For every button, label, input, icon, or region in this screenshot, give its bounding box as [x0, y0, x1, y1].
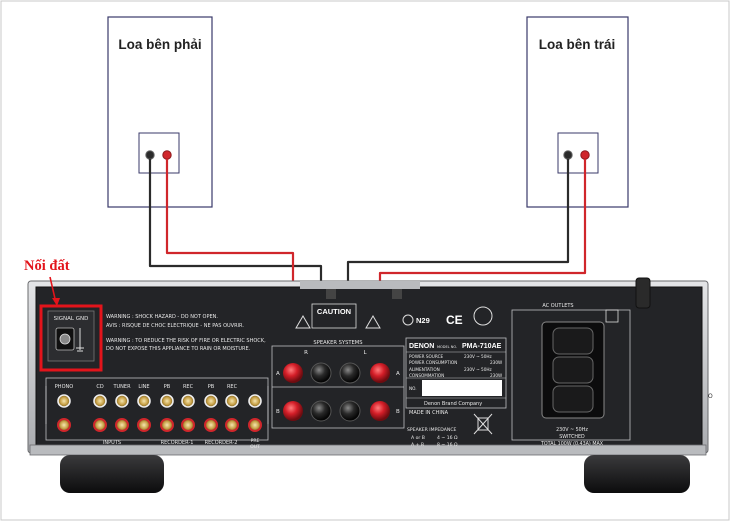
pre-out-label-2: OUT	[250, 444, 260, 450]
left-speaker-black-terminal	[563, 150, 573, 160]
warning-shock-en: WARNING : SHOCK HAZARD - DO NOT OPEN.	[106, 314, 218, 320]
company-label: Denon Brand Company	[424, 401, 482, 407]
input-label-phono: PHONO	[55, 384, 73, 390]
terminal-b-right: B	[396, 409, 400, 415]
input-label-pb2: PB	[208, 384, 215, 390]
ac-outlet-1	[552, 327, 594, 355]
side-o-mark: O	[708, 393, 713, 400]
post-a-right-black	[310, 362, 332, 384]
amplifier	[27, 277, 709, 493]
alimentation-value: 230V ~ 50Hz	[464, 367, 493, 372]
amplifier-foot-right	[584, 455, 690, 493]
impedance-row1-label: A or B	[411, 435, 425, 441]
impedance-title: SPEAKER IMPEDANCE	[407, 427, 457, 433]
switched-rating: 230V ~ 50Hz	[556, 427, 588, 433]
amplifier-foot-left	[60, 455, 164, 493]
ground-highlight-box	[39, 304, 103, 372]
binding-posts-b	[283, 400, 390, 422]
speaker-systems-label: SPEAKER SYSTEMS	[313, 340, 362, 346]
post-a-left-red	[370, 363, 390, 383]
post-b-left-black	[339, 400, 361, 422]
impedance-row2-label: A + B	[411, 442, 424, 448]
terminal-a-left: A	[276, 371, 280, 377]
binding-posts-a	[283, 362, 390, 384]
ac-outlets	[511, 309, 631, 441]
model-label: PMA-710AE	[462, 343, 502, 350]
power-consumption-label: POWER CONSUMPTION	[409, 360, 457, 365]
warning-shock-fr: AVIS : RISQUE DE CHOC ELECTRIQUE - NE PA…	[106, 323, 244, 329]
brand-label: DENON	[409, 343, 434, 350]
right-speaker	[107, 16, 213, 208]
section-inputs: INPUTS	[103, 440, 121, 446]
ground-pointer-arrowhead	[52, 298, 60, 306]
alimentation-label: ALIMENTATION	[409, 367, 440, 372]
caution-label: CAUTION	[317, 307, 351, 316]
power-source-label: POWER SOURCE	[409, 354, 443, 359]
post-b-left-red	[370, 401, 390, 421]
right-speaker-label: Loa bên phải	[118, 37, 201, 52]
section-recorder2: RECORDER-2	[205, 440, 238, 446]
channel-r-label: R	[304, 350, 308, 356]
left-speaker	[526, 16, 629, 208]
right-speaker-black-terminal	[145, 150, 155, 160]
post-a-left-black	[339, 362, 361, 384]
impedance-row1-value: 4 ~ 16 Ω	[437, 435, 458, 441]
signal-gnd-label: SIGNAL GND	[54, 316, 89, 322]
ground-annotation: Nối đất	[24, 258, 70, 274]
input-label-pb1: PB	[164, 384, 171, 390]
made-in-label: MADE IN CHINA	[409, 410, 449, 416]
warning-area	[295, 303, 381, 329]
warning-fire-1: WARNING : TO REDUCE THE RISK OF FIRE OR …	[106, 338, 266, 344]
impedance-row2-value: 8 ~ 16 Ω	[437, 442, 458, 448]
switched-label: SWITCHED	[559, 434, 585, 440]
model-small-label: MODEL NO.	[437, 345, 457, 349]
pre-out-label-1: PRE	[251, 438, 260, 444]
power-source-value: 230V ~ 50Hz	[464, 354, 493, 359]
rca-inputs-panel	[45, 377, 269, 441]
signal-gnd-terminal	[47, 310, 95, 362]
input-label-line: LINE	[138, 384, 149, 390]
left-speaker-red-terminal	[580, 150, 590, 160]
rca-jacks-top	[57, 394, 262, 408]
consommation-label: CONSOMMATION	[409, 373, 444, 378]
power-consumption-value: 230W	[490, 360, 502, 365]
ac-outlets-label: AC OUTLETS	[542, 303, 573, 309]
post-a-right-red	[283, 363, 303, 383]
section-recorder1: RECORDER-1	[161, 440, 194, 446]
no-label: NO.	[409, 386, 417, 391]
terminal-a-right: A	[396, 371, 400, 377]
speaker-systems-panel	[271, 345, 405, 429]
ac-outlet-3	[552, 385, 594, 413]
input-label-tuner: TUNER	[112, 384, 131, 390]
channel-l-label: L	[363, 350, 367, 356]
input-label-rec2: REC	[227, 384, 238, 390]
input-label-cd: CD	[96, 384, 103, 390]
spec-plate	[405, 337, 507, 409]
ce-mark: CE	[446, 313, 463, 327]
warning-fire-2: DO NOT EXPOSE THIS APPLIANCE TO RAIN OR …	[106, 346, 251, 352]
post-b-right-black	[310, 400, 332, 422]
left-speaker-label: Loa bên trái	[539, 37, 616, 52]
input-label-rec1: REC	[183, 384, 194, 390]
terminal-b-left: B	[276, 409, 280, 415]
right-speaker-red-terminal	[162, 150, 172, 160]
switched-total: TOTAL 100W (0.43A) MAX	[540, 441, 604, 447]
certification-marks	[402, 306, 493, 326]
rca-jacks-bottom	[57, 418, 262, 432]
consommation-value: 230W	[490, 373, 502, 378]
ac-outlet-2	[552, 356, 594, 384]
n29-mark: N29	[416, 316, 430, 325]
weee-bin-icon	[473, 413, 493, 435]
post-b-right-red	[283, 401, 303, 421]
